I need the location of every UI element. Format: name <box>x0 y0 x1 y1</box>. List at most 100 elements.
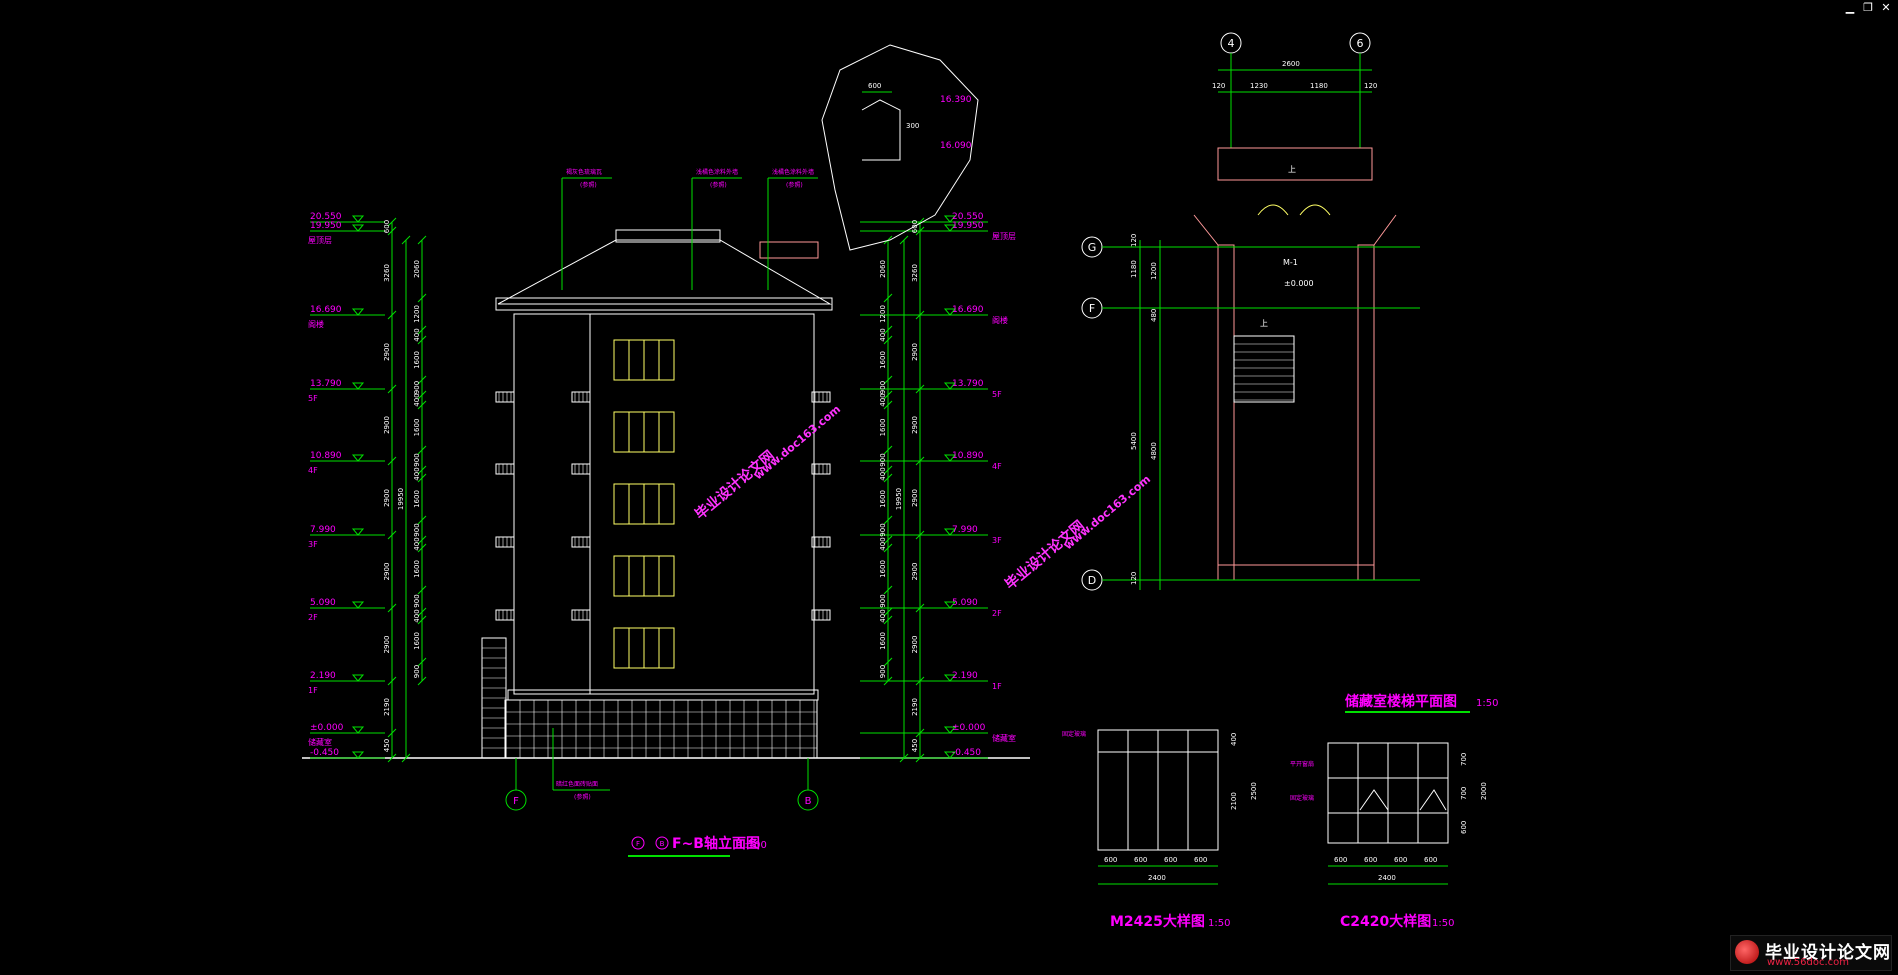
window-dim-text: 600 <box>1424 856 1437 864</box>
level-name-right: 1F <box>992 682 1002 691</box>
logo-url: www.56doc.com <box>1767 957 1850 968</box>
plan-dim-side-text: 4800 <box>1150 442 1158 460</box>
elev-dim-inner-left-tick <box>417 465 427 475</box>
level-elevation-right: 10.890 <box>952 451 984 461</box>
elev-dim-inner-right-text: 900 <box>879 453 887 466</box>
elev-dim-inner-left-tick <box>417 335 427 345</box>
level-name-left: 3F <box>308 540 318 549</box>
elev-dim-inner-left-text: 2060 <box>413 260 421 278</box>
elev-dim-inner-right-tick <box>883 445 893 455</box>
elev-dim-inner-left-text: 900 <box>413 381 421 394</box>
elev-dim-inner-left-text: 400 <box>413 609 421 622</box>
plan-dim-side-text: 480 <box>1150 309 1158 322</box>
window-minimize-button[interactable]: ▁ <box>1845 1 1855 14</box>
elev-dim-outer-right-text: 2900 <box>911 636 919 654</box>
plan-dim-total-text: 2600 <box>1282 60 1300 68</box>
level-elevation-right: 20.550 <box>952 212 984 222</box>
elev-dim-outer-right-text: 2190 <box>911 698 919 716</box>
elev-dim-inner-left-tick <box>417 325 427 335</box>
elev-dim-outer-left-tick <box>387 310 397 320</box>
level-name-right: 屋顶层 <box>992 232 1016 241</box>
elev-dim-inner-right-tick <box>883 400 893 410</box>
window-restore-button[interactable]: ❐ <box>1863 1 1873 14</box>
plan-wall-right <box>1357 244 1375 581</box>
level-marker-left <box>351 601 365 609</box>
logo-name: 毕业设计论文网 <box>1765 943 1891 963</box>
elev-dim-outer-right-tick <box>915 530 925 540</box>
axis-bubble-f <box>505 789 527 811</box>
window-dim-h: 700 <box>1460 753 1468 766</box>
plan-door-label: M-1 <box>1283 258 1298 267</box>
elev-dim-inner-right-tick <box>883 325 893 335</box>
eave-band <box>495 297 833 311</box>
window-opening-marker <box>1359 789 1447 811</box>
door-dim-text: 600 <box>1194 856 1207 864</box>
elev-dim-inner-left-tick <box>417 375 427 385</box>
plan-arrow-up: 上 <box>1260 319 1268 328</box>
plan-dim-text: 1230 <box>1250 82 1268 90</box>
level-name-left: 储藏室 <box>308 737 332 747</box>
elev-dim-inner-right-tick <box>883 607 893 617</box>
elev-dim-inner-right-text: 1600 <box>879 419 887 437</box>
plan-title: 储藏室楼梯平面图 <box>1344 693 1457 710</box>
elev-dim-inner-left-text: 400 <box>413 467 421 480</box>
axis-label-side: G <box>1088 241 1097 254</box>
elev-dim-inner-left-text: 400 <box>413 537 421 550</box>
watermark-url: www.doc163.com <box>752 403 844 483</box>
elev-dim-outer-left-text: 3260 <box>383 264 391 282</box>
elev-dim-inner-left-text: 1600 <box>413 632 421 650</box>
level-name-right: 3F <box>992 536 1002 545</box>
level-name-right: 阁楼 <box>992 315 1008 325</box>
axis-label-b: B <box>805 796 812 807</box>
elev-dim-inner-right-tick <box>883 390 893 400</box>
elev-dim-inner-left-text: 900 <box>413 453 421 466</box>
elev-dim-inner-left-tick <box>417 585 427 595</box>
balcony-rail <box>571 463 591 475</box>
level-marker-right <box>943 726 957 734</box>
elev-dim-inner-right-tick <box>883 465 893 475</box>
plan-dim-text: 120 <box>1364 82 1377 90</box>
level-marker-right <box>943 382 957 390</box>
door-dim-h: 400 <box>1230 733 1238 746</box>
elev-dim-outer-left-tick <box>387 728 397 738</box>
elev-dim-inner-right-text: 400 <box>879 609 887 622</box>
window-close-button[interactable]: ✕ <box>1881 1 1891 14</box>
plan-dim-side-text: 120 <box>1130 572 1138 585</box>
callout-note: (参照) <box>710 181 727 189</box>
elev-dim-outer-left-text: 2900 <box>383 489 391 507</box>
level-elevation-right: 7.990 <box>952 525 978 535</box>
level-marker-right <box>943 528 957 536</box>
level-marker-right <box>943 215 957 223</box>
door-detail-title: M2425大样图 <box>1110 913 1205 930</box>
elev-dim-outer-right-tick <box>915 456 925 466</box>
window-dim-total-h: 2000 <box>1480 782 1488 800</box>
elev-dim-inner-left-tick <box>417 515 427 525</box>
elev-dim-inner-right-text: 1600 <box>879 351 887 369</box>
elevation-scale: 1:100 <box>738 840 767 851</box>
elev-dim-outer-left-tick <box>387 676 397 686</box>
elev-dim-inner-left-tick <box>417 293 427 303</box>
door-dim-text: 600 <box>1134 856 1147 864</box>
level-elevation-left: -0.450 <box>310 748 339 758</box>
elev-dim-outer-left-tick <box>387 753 397 763</box>
elev-dim-outer-left-tick <box>387 456 397 466</box>
callout-text: 浅橘色涂料外墙 <box>696 168 738 176</box>
elev-dim-inner-left-tick <box>417 445 427 455</box>
level-marker-left <box>351 454 365 462</box>
elev-dim-outer-left-text: 2900 <box>383 416 391 434</box>
door-dim-total-text: 2400 <box>1148 874 1166 882</box>
elev-dim-inner-right-text: 900 <box>879 381 887 394</box>
level-marker-left <box>351 382 365 390</box>
level-marker-right <box>943 601 957 609</box>
elev-dim-outer-right-text: 2900 <box>911 489 919 507</box>
balcony-rail <box>811 391 831 403</box>
plan-arrow-up: 上 <box>1288 165 1296 174</box>
window-dim-total-text: 2400 <box>1378 874 1396 882</box>
balcony-rail <box>571 536 591 548</box>
callout-text: 褐灰色琉璃瓦 <box>566 168 602 176</box>
elev-dim-inner-left-tick <box>417 235 427 245</box>
window-dim-text: 600 <box>1334 856 1347 864</box>
level-name-right: 储藏室 <box>992 733 1016 743</box>
level-name-left: 1F <box>308 686 318 695</box>
